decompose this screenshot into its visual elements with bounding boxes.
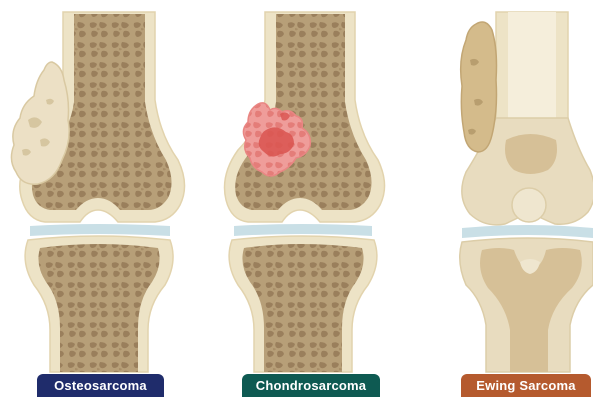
patella	[512, 188, 546, 222]
joint-cartilage	[462, 225, 593, 238]
joint-cartilage	[30, 224, 170, 236]
ewing-sarcoma-illustration	[460, 12, 593, 372]
osteosarcoma-label: Osteosarcoma	[37, 374, 164, 397]
chondrosarcoma-label: Chondrosarcoma	[242, 374, 380, 397]
osteosarcoma-illustration	[11, 12, 184, 372]
femur-marrow	[508, 12, 556, 118]
ewing-sarcoma-label: Ewing Sarcoma	[461, 374, 591, 397]
chondrosarcoma-illustration	[225, 12, 385, 372]
ewing-sarcoma-tumor	[461, 22, 497, 152]
joint-cartilage	[234, 224, 372, 236]
